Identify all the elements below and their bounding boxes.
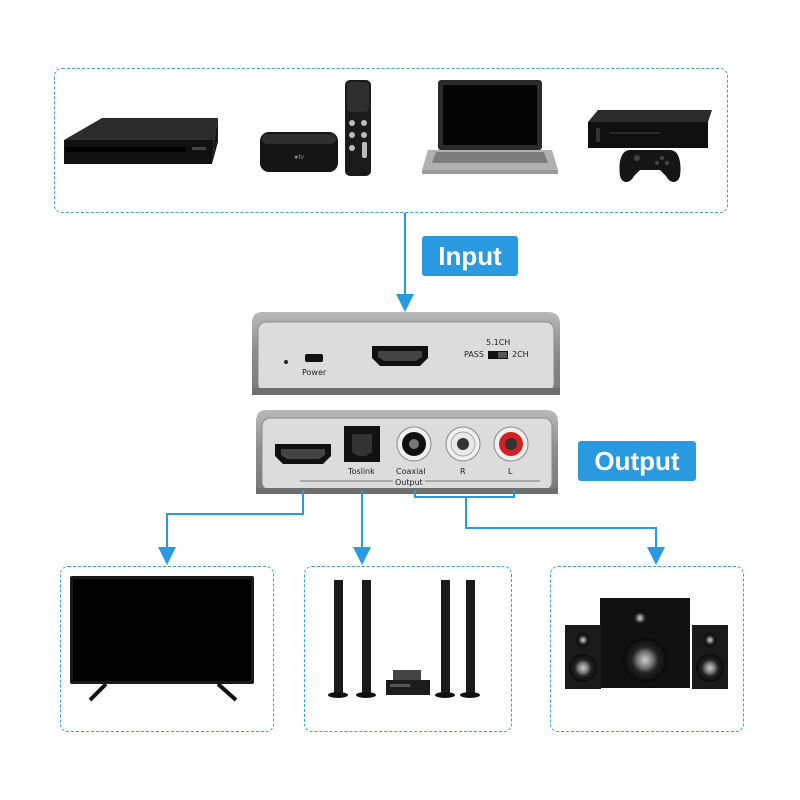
home-theater-speakers-icon — [328, 580, 480, 698]
toslink-label: Toslink — [348, 467, 375, 476]
home-theater-box — [304, 566, 512, 732]
tv-icon — [70, 576, 254, 702]
input-label: Input — [422, 236, 518, 276]
desktop-speakers-connector — [465, 497, 665, 565]
tv-connector — [158, 490, 304, 565]
rca-r-port — [445, 426, 481, 462]
remote-icon — [345, 80, 371, 176]
l-label: L — [508, 467, 513, 476]
output-ports-label: Output — [393, 478, 425, 487]
desktop-speakers-icon — [565, 598, 728, 689]
desktop-speakers-box — [550, 566, 744, 732]
mode-pass-label: PASS — [464, 350, 484, 359]
rca-l-port — [493, 426, 529, 462]
converter-top-unit — [252, 312, 560, 395]
laptop-icon — [422, 80, 558, 174]
dvd-player-icon — [64, 118, 218, 164]
micro-usb-port — [305, 354, 323, 362]
r-label: R — [460, 467, 466, 476]
converter-bottom-unit — [256, 410, 558, 494]
output-label: Output — [578, 441, 696, 481]
apple-tv-icon: ●tv — [260, 132, 338, 172]
power-label: Power — [302, 368, 327, 377]
xbox-console-icon — [588, 110, 712, 148]
mode-2ch-label: 2CH — [512, 350, 529, 359]
svg-text:●tv: ●tv — [294, 154, 304, 161]
rl-bracket — [414, 490, 515, 498]
coaxial-port — [396, 426, 432, 462]
tv-box — [60, 566, 274, 732]
mode-51ch-label: 5.1CH — [486, 338, 511, 347]
controller-icon — [619, 150, 681, 182]
coaxial-label: Coaxial — [396, 467, 426, 476]
input-devices-box — [54, 68, 728, 213]
